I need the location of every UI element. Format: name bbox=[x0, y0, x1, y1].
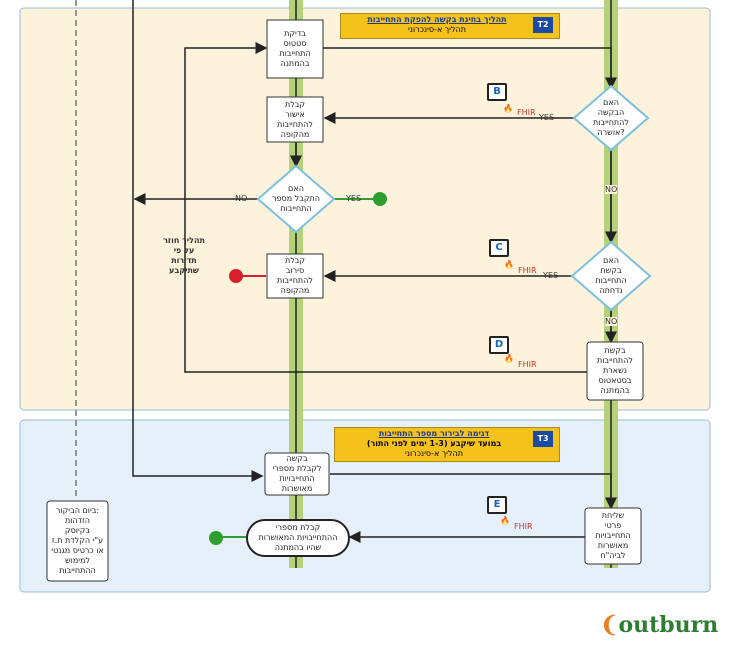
marker-c: C bbox=[489, 239, 509, 257]
t2-badge: T2 bbox=[533, 17, 553, 33]
text-got-number: האם התקבל מספר התחייבות bbox=[271, 184, 320, 213]
return-process-label: תהליך חוזר על פי תדירות שתיקבע bbox=[163, 236, 205, 275]
text-receive-numbers: קבלת מספרי ההתחייבויות המאושרות שהיו בהמ… bbox=[258, 523, 338, 552]
node-visit-day bbox=[46, 500, 109, 582]
t3-title: דגימה לבירור מספר התחייבות bbox=[378, 429, 490, 438]
fhir-flame-icon-d: 🔥 bbox=[504, 354, 514, 363]
text-visit-day: ביום הביקור: הזדהות בקיוסק ע"י הקלדת ת.ז… bbox=[51, 506, 104, 575]
no-label-approved: NO bbox=[605, 185, 618, 194]
fhir-flame-icon-b: 🔥 bbox=[503, 104, 513, 113]
text-send-details: שליחת פרטי התחייבויות מאושרות לביה"ח bbox=[595, 511, 631, 560]
outburn-logo: ❨outburn bbox=[600, 612, 719, 638]
logo-flame-icon: ❨ bbox=[600, 612, 619, 638]
node-receive-approval bbox=[266, 96, 324, 143]
marker-d: D bbox=[489, 336, 509, 354]
yes-label-approved: YES bbox=[539, 113, 555, 122]
node-check-status bbox=[266, 19, 324, 79]
marker-e: E bbox=[487, 496, 507, 514]
node-remained-pending bbox=[586, 341, 644, 401]
end-success-2 bbox=[209, 531, 223, 545]
t3-badge: T3 bbox=[533, 431, 553, 447]
node-request-numbers bbox=[264, 452, 330, 496]
yes-label-got-number: YES bbox=[346, 194, 362, 203]
fhir-label-e: FHIR bbox=[514, 522, 533, 531]
text-request-rejected: האם בקשת התחייבות נדחתה bbox=[595, 256, 627, 295]
t2-title: תהליך בחינת בקשה להפקת התחייבות bbox=[367, 15, 507, 24]
node-receive-numbers bbox=[246, 519, 350, 557]
fhir-flame-icon-e: 🔥 bbox=[500, 516, 510, 525]
swimlane-t3 bbox=[19, 419, 711, 593]
text-request-approved: האם הבקשה להתחייבות אושרה? bbox=[593, 98, 629, 137]
fhir-label-c: FHIR bbox=[518, 266, 537, 275]
diamond-request-approved bbox=[572, 84, 650, 152]
fhir-label-b: FHIR bbox=[517, 108, 536, 117]
swimlane-t2 bbox=[19, 7, 711, 411]
end-success-1 bbox=[373, 192, 387, 206]
fhir-flame-icon-c: 🔥 bbox=[504, 260, 514, 269]
yes-label-rejected: YES bbox=[543, 271, 559, 280]
t3-title2: במועד שיקבע (1-3 ימים לפני התור) bbox=[366, 439, 502, 448]
no-label-got-number: NO bbox=[235, 194, 248, 203]
text-request-numbers: בקשה לקבלת מספרי התחייבויות מאושרות bbox=[272, 454, 322, 493]
text-receive-approval: קבלת אישור להתחייבות מהקופה bbox=[277, 99, 313, 139]
diamond-got-number bbox=[256, 164, 336, 234]
text-remained-pending: בקשת להתחייבות נשארת בסטאטוס בהמתנה bbox=[597, 346, 633, 395]
node-receive-refusal bbox=[266, 253, 324, 299]
t3-subtitle: תהליך א-סינכרוני bbox=[405, 449, 463, 458]
text-receive-refusal: קבלת סירוב להתחייבות מהקופה bbox=[277, 256, 313, 295]
marker-b: B bbox=[487, 83, 507, 101]
text-check-status: בדיקת סטטוס התחייבות בהמתנה bbox=[279, 29, 311, 68]
diamond-request-rejected bbox=[570, 240, 652, 312]
end-failure bbox=[229, 269, 243, 283]
no-label-rejected: NO bbox=[605, 317, 618, 326]
t3-title-box bbox=[334, 427, 560, 462]
node-send-details bbox=[584, 507, 642, 565]
t2-subtitle: תהליך א-סינכרוני bbox=[408, 25, 466, 34]
fhir-label-d: FHIR bbox=[518, 360, 537, 369]
t2-title-box bbox=[340, 13, 560, 39]
